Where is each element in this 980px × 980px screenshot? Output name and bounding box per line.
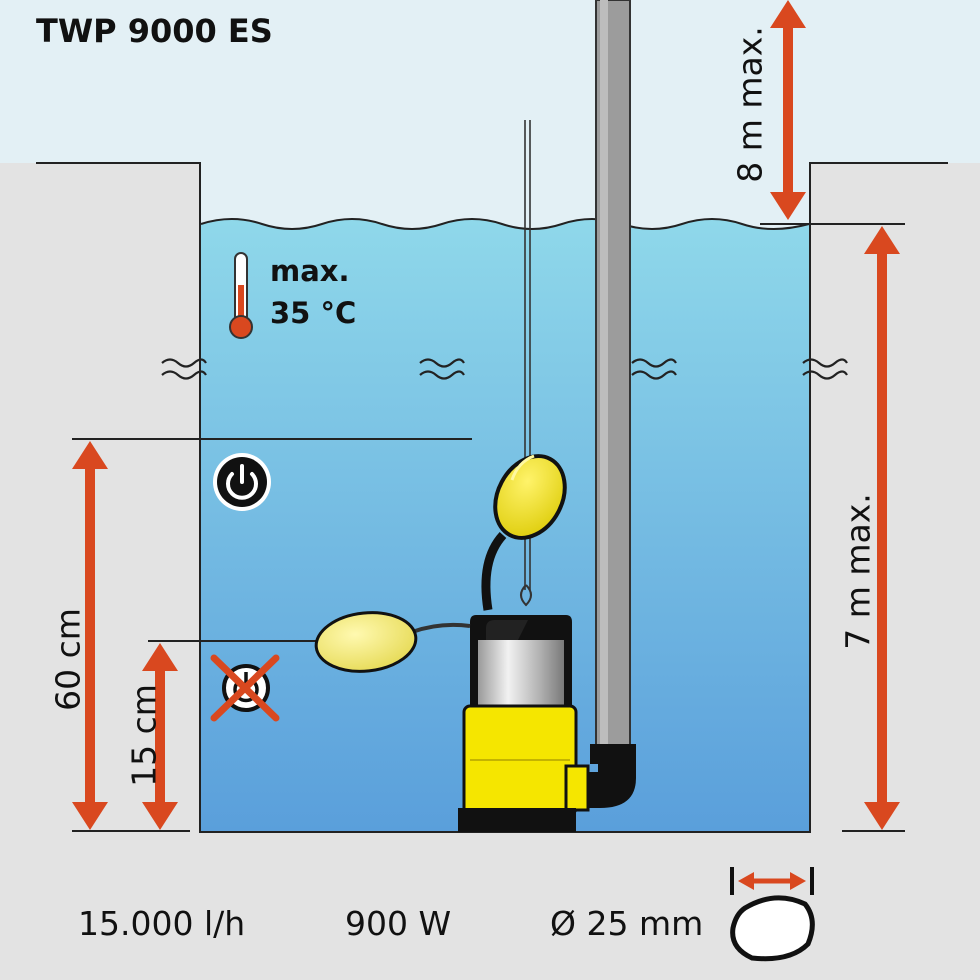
ground-bottom — [0, 832, 980, 980]
discharge-pipe — [578, 0, 636, 808]
wave-symbols — [161, 358, 848, 380]
float-switch-low — [314, 611, 471, 673]
pump-body — [458, 531, 590, 832]
float-switch-high — [493, 454, 567, 540]
dimension-arrows — [72, 0, 900, 830]
temperature-label: max. — [270, 254, 350, 288]
product-title: TWP 9000 ES — [36, 12, 273, 50]
particle-icon — [730, 867, 815, 962]
power-spec: 900 W — [345, 904, 452, 943]
temperature-value: 35 °C — [270, 296, 357, 330]
flow-rate-spec: 15.000 l/h — [78, 904, 246, 943]
switch-off-level-label: 15 cm — [124, 684, 164, 787]
switch-on-level-label: 60 cm — [48, 608, 88, 711]
thermometer-icon — [229, 252, 253, 339]
immersion-depth-label: 7 m max. — [838, 493, 878, 650]
power-on-icon — [213, 453, 271, 511]
pressure-head-label: 8 m max. — [730, 26, 770, 183]
power-off-icon — [210, 654, 280, 722]
water-surface-line — [200, 218, 810, 230]
particle-size-spec: Ø 25 mm — [550, 904, 704, 943]
